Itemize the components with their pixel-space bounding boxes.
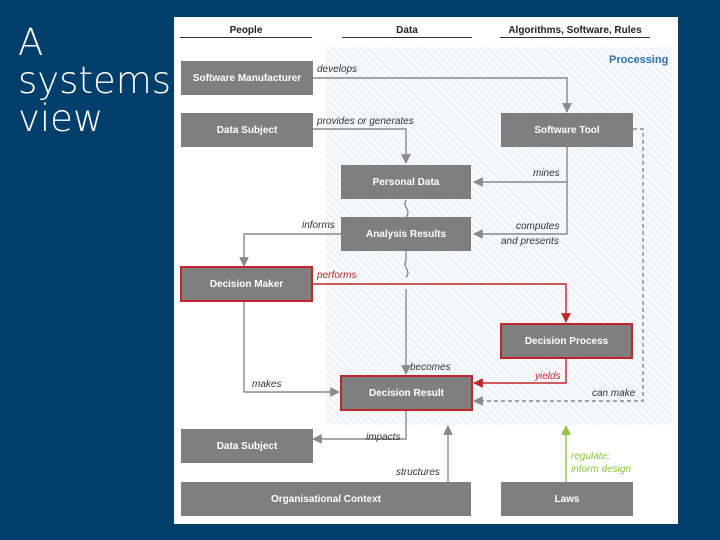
- column-header-people: People: [180, 25, 312, 38]
- box-decision-result: Decision Result: [340, 375, 473, 411]
- box-decision-process: Decision Process: [500, 323, 633, 359]
- box-laws: Laws: [501, 482, 633, 516]
- label-becomes: becomes: [410, 362, 451, 373]
- box-decision-maker: Decision Maker: [180, 266, 313, 302]
- label-computes: computes: [516, 221, 560, 232]
- label-impacts: impacts: [366, 432, 401, 443]
- label-mines: mines: [533, 168, 560, 179]
- label-provides-or-generates: provides or generates: [317, 116, 414, 127]
- edge-yields: [473, 359, 567, 388]
- edge-performs: [313, 283, 571, 323]
- edge-data-flow: [405, 199, 408, 374]
- label-informs: informs: [302, 220, 335, 231]
- title-line-2: systems: [18, 59, 172, 103]
- label-can-make: can make: [592, 388, 636, 399]
- box-software-manufacturer: Software Manufacturer: [181, 61, 313, 95]
- column-header-data: Data: [342, 25, 472, 38]
- diagram-panel: Processing People Data Algorithms, Softw…: [174, 17, 678, 524]
- box-data-subject-top: Data Subject: [181, 113, 313, 147]
- label-regulate: regulate;: [571, 451, 610, 462]
- title-line-3: view: [18, 97, 104, 141]
- edge-impacts: [312, 409, 407, 444]
- label-makes: makes: [252, 379, 282, 390]
- title-line-1: A: [18, 21, 44, 64]
- slide-title: A systems view: [18, 21, 172, 141]
- label-structures: structures: [396, 467, 440, 478]
- edge-makes: [243, 302, 340, 397]
- box-software-tool: Software Tool: [501, 113, 633, 147]
- box-analysis-results: Analysis Results: [341, 217, 471, 251]
- label-develops: develops: [317, 64, 358, 75]
- processing-label: Processing: [609, 54, 669, 66]
- column-header-algorithms: Algorithms, Software, Rules: [500, 25, 650, 38]
- edge-provides: [313, 128, 411, 164]
- edge-informs: [239, 233, 341, 267]
- label-performs: performs: [317, 270, 357, 281]
- label-inform-design: inform design: [571, 464, 632, 475]
- label-yields: yields: [535, 371, 561, 382]
- box-personal-data: Personal Data: [341, 165, 471, 199]
- box-organisational-context: Organisational Context: [181, 482, 471, 516]
- edge-develops: [313, 77, 572, 113]
- edge-computes: [473, 182, 568, 239]
- box-data-subject-bottom: Data Subject: [181, 429, 313, 463]
- edge-can-make: [473, 128, 644, 406]
- label-and-presents: and presents: [501, 236, 559, 247]
- connector-lines: [239, 77, 644, 482]
